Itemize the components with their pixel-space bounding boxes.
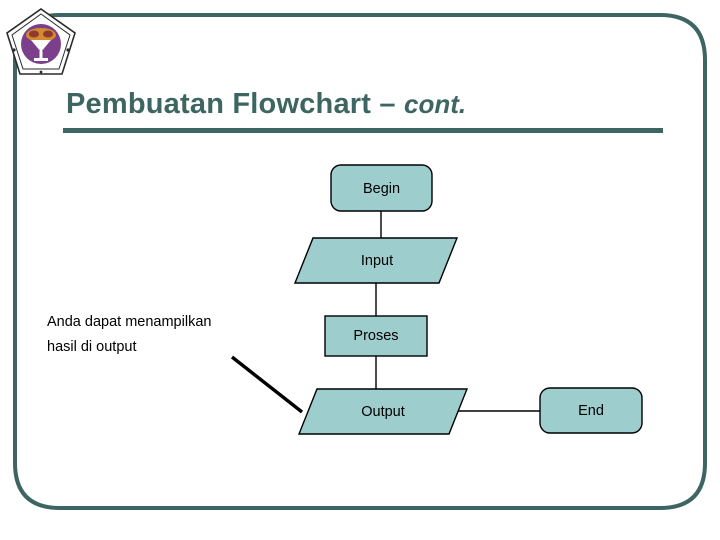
logo-dot-left — [12, 48, 16, 52]
university-logo-icon — [6, 8, 76, 75]
annotation-note: Anda dapat menampilkan hasil di output — [47, 310, 287, 360]
flow-node-begin[interactable]: Begin — [330, 164, 433, 212]
annotation-note-line-2: hasil di output — [47, 339, 137, 355]
flow-node-end-shape — [539, 387, 643, 434]
annotation-pointer-arrow — [230, 355, 304, 414]
logo-cup-bowl — [31, 40, 51, 52]
flow-node-proses-label: Proses — [353, 328, 398, 344]
flow-node-input-shape — [293, 237, 459, 284]
flow-node-output[interactable]: Output — [297, 388, 469, 435]
flow-node-output-label: Output — [361, 404, 405, 420]
logo-cup-base — [34, 58, 48, 61]
flow-node-output-shape — [297, 388, 469, 435]
annotation-note-line-1: Anda dapat menampilkan — [47, 314, 212, 330]
flow-node-input-label: Input — [361, 253, 393, 269]
logo-crown-accent-right — [43, 30, 53, 38]
page-title-main: Pembuatan Flowchart – — [66, 88, 404, 120]
flow-node-input[interactable]: Input — [293, 237, 459, 284]
flow-node-proses-shape — [324, 315, 428, 357]
logo-crown-accent-left — [29, 30, 39, 38]
flow-node-proses[interactable]: Proses — [324, 315, 428, 357]
flow-node-begin-label: Begin — [363, 181, 400, 197]
flow-node-begin-shape — [330, 164, 433, 212]
page-title-cont: cont. — [403, 89, 467, 119]
flow-node-end[interactable]: End — [539, 387, 643, 434]
logo-dot-bottom — [39, 70, 43, 74]
logo-dot-right — [66, 48, 70, 52]
logo-cup-stem — [39, 51, 43, 59]
page-title: Pembuatan Flowchart – cont. — [66, 88, 466, 121]
logo-pentagon-inner — [11, 13, 71, 70]
flow-node-end-label: End — [578, 403, 604, 419]
title-underline — [63, 128, 663, 133]
